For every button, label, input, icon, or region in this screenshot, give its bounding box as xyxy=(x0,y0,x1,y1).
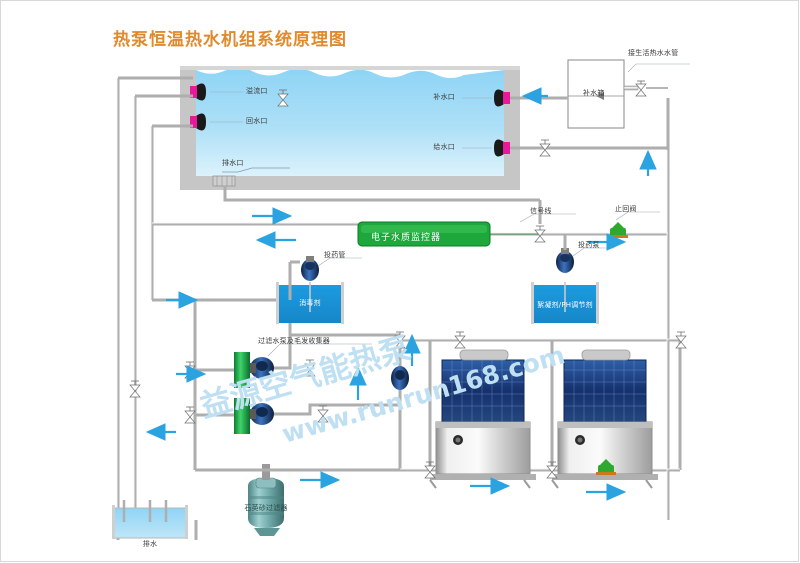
leader-lines xyxy=(210,91,492,149)
drain-basin xyxy=(112,500,188,539)
domestic-water-pipe-label: 接生活热水水管 xyxy=(628,49,679,57)
sand-filter xyxy=(245,464,285,536)
filter-pump-label: 过滤水泵及毛发收集器 xyxy=(258,337,330,345)
page-title: 热泵恒温热水机组系统原理图 xyxy=(113,30,347,50)
gate-valve xyxy=(454,331,466,349)
signal-line xyxy=(490,213,576,235)
gate-valve xyxy=(184,406,196,424)
gate-valve xyxy=(424,461,436,479)
inline-pump-center xyxy=(391,366,409,390)
gate-valve xyxy=(394,331,406,349)
gate-valve xyxy=(546,461,558,479)
filter-units xyxy=(230,333,372,434)
makeup-tank-label: 补水箱 xyxy=(583,89,605,97)
check-valve-label: 止回阀 xyxy=(615,205,637,213)
port-label-overflow: 溢流口 xyxy=(246,87,268,95)
chem-right-tank-label: 絮凝剂/PH调节剂 xyxy=(537,301,593,309)
port-label-supply: 给水口 xyxy=(433,143,455,151)
chem-tank-left xyxy=(276,256,362,324)
gate-valve xyxy=(539,139,551,157)
port-label-return: 回水口 xyxy=(246,117,268,125)
gate-valve xyxy=(317,405,329,423)
chem-left-tank-label: 消毒剂 xyxy=(299,299,321,307)
gate-valve xyxy=(675,331,687,349)
check-valve xyxy=(596,459,616,475)
flow-arrows xyxy=(145,87,657,501)
pool-inlet-fittings xyxy=(190,83,510,187)
gate-valve xyxy=(277,89,289,107)
chem-tank-right xyxy=(531,234,614,324)
sand-filter-label: 石英砂过滤器 xyxy=(244,504,288,512)
pool-group xyxy=(180,66,520,190)
heat-pump-1 xyxy=(429,349,536,489)
drain-label: 排水 xyxy=(142,540,158,548)
makeup-tank-group xyxy=(567,59,690,129)
port-label-makeup: 补水口 xyxy=(433,93,455,101)
dosing-pump-label: 投药泵 xyxy=(578,241,600,249)
controller-label: 电子水质监控器 xyxy=(371,233,442,243)
dosing-pipe-label: 投药管 xyxy=(324,251,346,259)
gate-valve xyxy=(534,225,546,243)
gate-valve xyxy=(129,380,141,398)
port-label-drain: 排水口 xyxy=(222,159,244,167)
check-valve xyxy=(608,222,628,238)
signal-line-label: 信号线 xyxy=(530,207,552,215)
gate-valve xyxy=(304,359,316,377)
